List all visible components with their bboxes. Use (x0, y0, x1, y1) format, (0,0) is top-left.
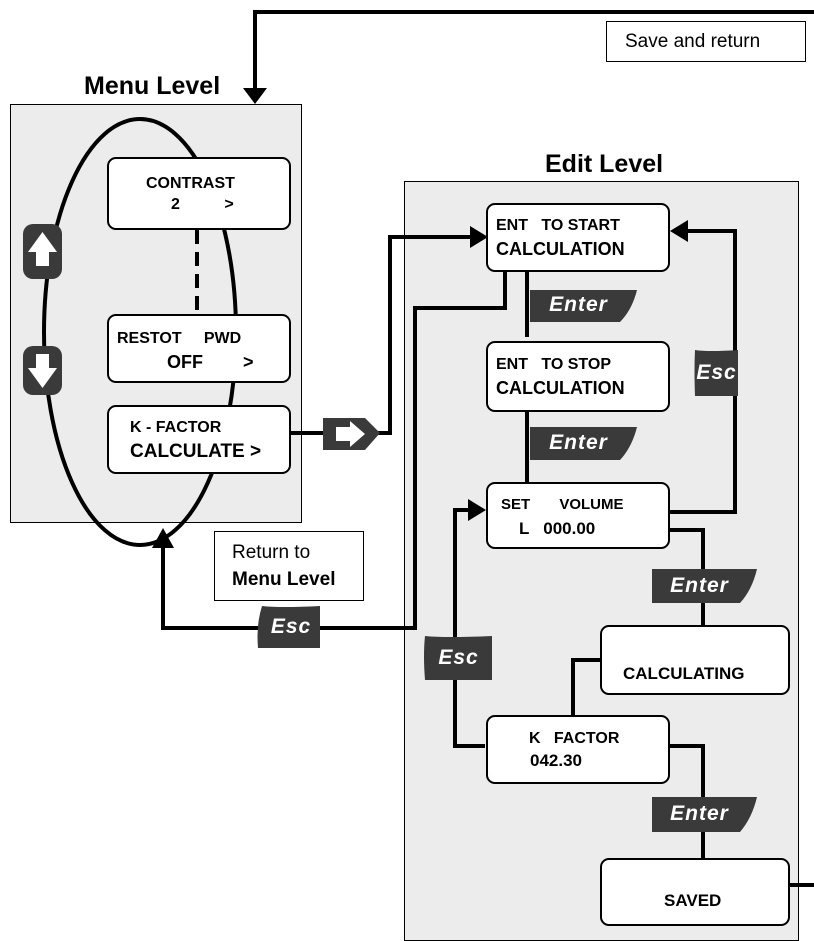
arrow-up-key-icon (23, 224, 62, 279)
enter-key-3[interactable]: Enter (652, 569, 757, 603)
edit-item-k-factor-result-line1: K FACTOR (529, 730, 620, 747)
arrow-down-key-icon (23, 346, 62, 395)
edit-item-set-volume[interactable]: SET VOLUME L 000.00 (486, 482, 670, 549)
esc-key-menu-return-label: Esc (270, 615, 312, 638)
edit-item-k-factor-result-line2: 042.30 (530, 751, 582, 770)
esc-key-k-factor-return-label: Esc (438, 646, 479, 669)
enter-key-4[interactable]: Enter (652, 797, 757, 832)
menu-item-k-factor-value: CALCULATE > (130, 441, 262, 462)
enter-key-1[interactable]: Enter (530, 290, 637, 322)
edit-item-ent-start[interactable]: ENT TO START CALCULATION (486, 203, 670, 272)
return-to-label: Return to (232, 542, 311, 563)
menu-item-k-factor-label: K - FACTOR (130, 419, 222, 436)
menu-item-restot-pwd-value: OFF > (167, 352, 254, 372)
menu-item-k-factor[interactable]: K - FACTOR CALCULATE > (107, 405, 291, 474)
edit-item-calculating[interactable]: CALCULATING (600, 625, 790, 695)
edit-item-saved-line1: SAVED (664, 891, 722, 910)
edit-item-k-factor-result[interactable]: K FACTOR 042.30 (486, 715, 670, 784)
menu-item-contrast-label: CONTRAST (146, 175, 235, 192)
enter-key-4-label: Enter (670, 802, 729, 825)
menu-level-heading: Menu Level (84, 72, 221, 100)
menu-level-label: Menu Level (232, 569, 336, 590)
enter-key-1-label: Enter (549, 293, 608, 316)
save-and-return-note: Save and return (606, 21, 806, 62)
arrow-right-key-icon (323, 418, 380, 450)
edit-item-set-volume-line1: SET VOLUME (501, 496, 624, 513)
menu-item-contrast-value: 2 > (171, 196, 234, 213)
menu-item-restot-pwd[interactable]: RESTOT PWD OFF > (107, 314, 291, 383)
esc-key-right[interactable]: Esc (695, 350, 738, 396)
menu-item-restot-pwd-label: RESTOT PWD (117, 330, 242, 347)
return-to-menu-note: Return to Menu Level (214, 531, 364, 601)
edit-item-ent-stop[interactable]: ENT TO STOP CALCULATION (486, 341, 670, 412)
edit-item-saved[interactable]: SAVED (600, 858, 790, 926)
enter-key-2-label: Enter (549, 431, 608, 454)
edit-level-heading: Edit Level (545, 150, 664, 178)
edit-item-ent-stop-line2: CALCULATION (496, 378, 625, 398)
save-and-return-label: Save and return (625, 31, 761, 52)
edit-item-ent-start-line1: ENT TO START (496, 217, 620, 234)
enter-key-3-label: Enter (670, 574, 729, 597)
edit-item-calculating-line1: CALCULATING (623, 664, 745, 683)
enter-key-2[interactable]: Enter (530, 427, 637, 460)
edit-item-ent-stop-line1: ENT TO STOP (496, 356, 611, 373)
esc-key-menu-return[interactable]: Esc (258, 606, 320, 648)
esc-key-right-label: Esc (696, 361, 737, 384)
edit-item-ent-start-line2: CALCULATION (496, 239, 625, 259)
esc-key-k-factor-return[interactable]: Esc (425, 636, 492, 680)
menu-item-contrast[interactable]: CONTRAST 2 > (107, 157, 291, 230)
edit-item-set-volume-line2: L 000.00 (519, 519, 596, 538)
